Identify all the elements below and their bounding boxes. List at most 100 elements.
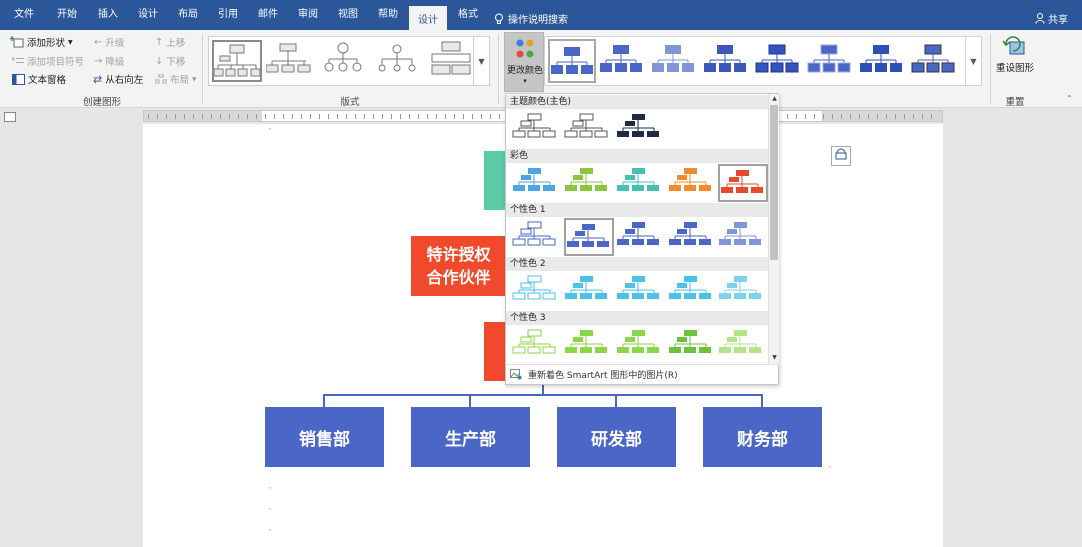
color-variation-option[interactable] — [718, 164, 768, 202]
add-bullet-button[interactable]: 添加项目符号 — [12, 54, 84, 68]
color-variation-option[interactable] — [564, 326, 614, 364]
dept-box-production[interactable]: 生产部 — [411, 407, 530, 467]
dropdown-scrollbar[interactable]: ▲ ▼ — [768, 94, 779, 364]
color-variation-option[interactable] — [718, 326, 768, 364]
tab-help[interactable]: 帮助 — [378, 9, 398, 20]
color-section-header: 个性色 1 — [506, 203, 768, 217]
style-thumb[interactable] — [651, 39, 699, 83]
tab-mailings[interactable]: 邮件 — [258, 9, 278, 20]
styles-more-button[interactable]: ▼ — [965, 37, 981, 85]
color-variation-option[interactable] — [564, 272, 614, 310]
add-shape-button[interactable]: 添加形状 ▼ — [10, 35, 73, 49]
layouts-group-label: 版式 — [340, 97, 360, 108]
tab-home[interactable]: 开始 — [57, 9, 77, 20]
palette-icon — [516, 39, 534, 58]
color-variation-option[interactable] — [668, 326, 718, 364]
color-variation-option[interactable] — [564, 218, 614, 256]
color-section-header: 个性色 2 — [506, 257, 768, 271]
style-thumb[interactable] — [911, 39, 959, 83]
demote-button[interactable]: → 降级 — [94, 54, 124, 69]
collapse-ribbon-button[interactable]: ⌃ — [1066, 94, 1073, 103]
layout-options-button[interactable] — [831, 146, 851, 166]
tab-stop-selector[interactable] — [4, 112, 16, 122]
tab-format[interactable]: 格式 — [458, 9, 478, 20]
swap-arrows-icon: ⇄ — [93, 72, 103, 86]
style-thumb[interactable] — [807, 39, 855, 83]
style-thumb[interactable] — [755, 39, 803, 83]
color-variation-option[interactable] — [564, 164, 614, 202]
recolor-pictures-option[interactable]: 重新着色 SmartArt 图形中的图片(R) — [506, 364, 779, 384]
tab-references[interactable]: 引用 — [218, 9, 238, 20]
change-colors-button[interactable]: 更改颜色 ▾ — [504, 32, 544, 92]
reset-graphic-button[interactable]: 重设图形 — [996, 34, 1034, 74]
color-variation-option[interactable] — [616, 110, 666, 148]
text-pane-button[interactable]: 文本窗格 — [12, 72, 66, 86]
style-thumb[interactable] — [548, 39, 596, 83]
style-thumb[interactable] — [703, 39, 751, 83]
color-variation-option[interactable] — [616, 272, 666, 310]
layout-options-icon — [835, 148, 847, 160]
change-colors-label: 更改颜色 — [506, 66, 543, 76]
connector-line — [615, 394, 617, 408]
resize-grip[interactable]: ···· — [636, 380, 648, 387]
move-down-button[interactable]: ↓ 下移 — [155, 54, 185, 69]
color-variation-option[interactable] — [718, 218, 768, 256]
color-variation-option[interactable] — [512, 110, 562, 148]
color-variation-option[interactable] — [718, 272, 768, 310]
share-button[interactable]: 共享 — [1035, 11, 1068, 26]
partner-node-box[interactable]: 特许授权 合作伙伴 — [411, 236, 506, 296]
reset-icon — [1002, 36, 1025, 55]
layout-button[interactable]: 布局 ▼ — [155, 72, 197, 86]
layouts-more-button[interactable]: ▼ — [473, 37, 489, 85]
layout-thumb-table-hierarchy[interactable] — [428, 40, 478, 82]
ruler-tick — [355, 114, 356, 119]
text-pane-icon — [12, 73, 25, 85]
color-variation-option[interactable] — [668, 164, 718, 202]
tab-review[interactable]: 审阅 — [298, 9, 318, 20]
color-variation-option[interactable] — [512, 164, 562, 202]
color-variation-option[interactable] — [616, 326, 666, 364]
mid-node-box[interactable] — [484, 322, 506, 381]
layout-thumb-circle-hierarchy[interactable] — [320, 40, 370, 82]
color-variation-option[interactable] — [512, 326, 562, 364]
color-variation-option[interactable] — [564, 110, 614, 148]
arrow-down-icon: ↓ — [155, 55, 164, 67]
top-node-box[interactable] — [484, 151, 506, 210]
color-variation-option[interactable] — [668, 272, 718, 310]
color-variation-option[interactable] — [668, 218, 718, 256]
scroll-up-arrow[interactable]: ▲ — [772, 95, 777, 102]
color-variation-option[interactable] — [616, 218, 666, 256]
tab-view[interactable]: 视图 — [338, 9, 358, 20]
tab-smartart-design[interactable]: 设计 — [409, 6, 447, 30]
tab-file[interactable]: 文件 — [14, 9, 34, 20]
promote-button[interactable]: ← 升级 — [94, 35, 124, 50]
ruler-tick — [193, 114, 194, 119]
tab-layout[interactable]: 布局 — [178, 9, 198, 20]
ruler-tick — [454, 114, 455, 119]
dept-box-rnd[interactable]: 研发部 — [557, 407, 676, 467]
ruler-tick — [166, 114, 167, 119]
layout-label: 布局 — [170, 75, 190, 86]
ruler-tick — [481, 114, 482, 119]
scrollbar-thumb[interactable] — [770, 105, 778, 260]
right-to-left-button[interactable]: ⇄ 从右向左 — [93, 72, 143, 87]
ruler-tick — [283, 114, 284, 119]
layout-thumb-org-chart[interactable] — [212, 40, 262, 82]
tab-insert[interactable]: 插入 — [98, 9, 118, 20]
color-variation-option[interactable] — [616, 164, 666, 202]
tell-me-search[interactable]: 操作说明搜索 — [494, 11, 568, 26]
move-up-button[interactable]: ↑ 上移 — [155, 35, 185, 50]
style-thumb[interactable] — [599, 39, 647, 83]
layout-thumb-name-title[interactable] — [265, 40, 316, 82]
color-variation-option[interactable] — [512, 218, 562, 256]
color-variation-option[interactable] — [512, 272, 562, 310]
dept-box-sales[interactable]: 销售部 — [265, 407, 384, 467]
scroll-down-arrow[interactable]: ▼ — [772, 354, 777, 361]
text-pane-label: 文本窗格 — [28, 75, 67, 86]
layout-thumb-labeled-hierarchy[interactable] — [374, 40, 424, 82]
dept-box-finance[interactable]: 财务部 — [703, 407, 822, 467]
ruler-tick — [895, 114, 896, 119]
ruler-margin-left — [144, 111, 262, 121]
style-thumb[interactable] — [859, 39, 907, 83]
tab-design[interactable]: 设计 — [138, 9, 158, 20]
